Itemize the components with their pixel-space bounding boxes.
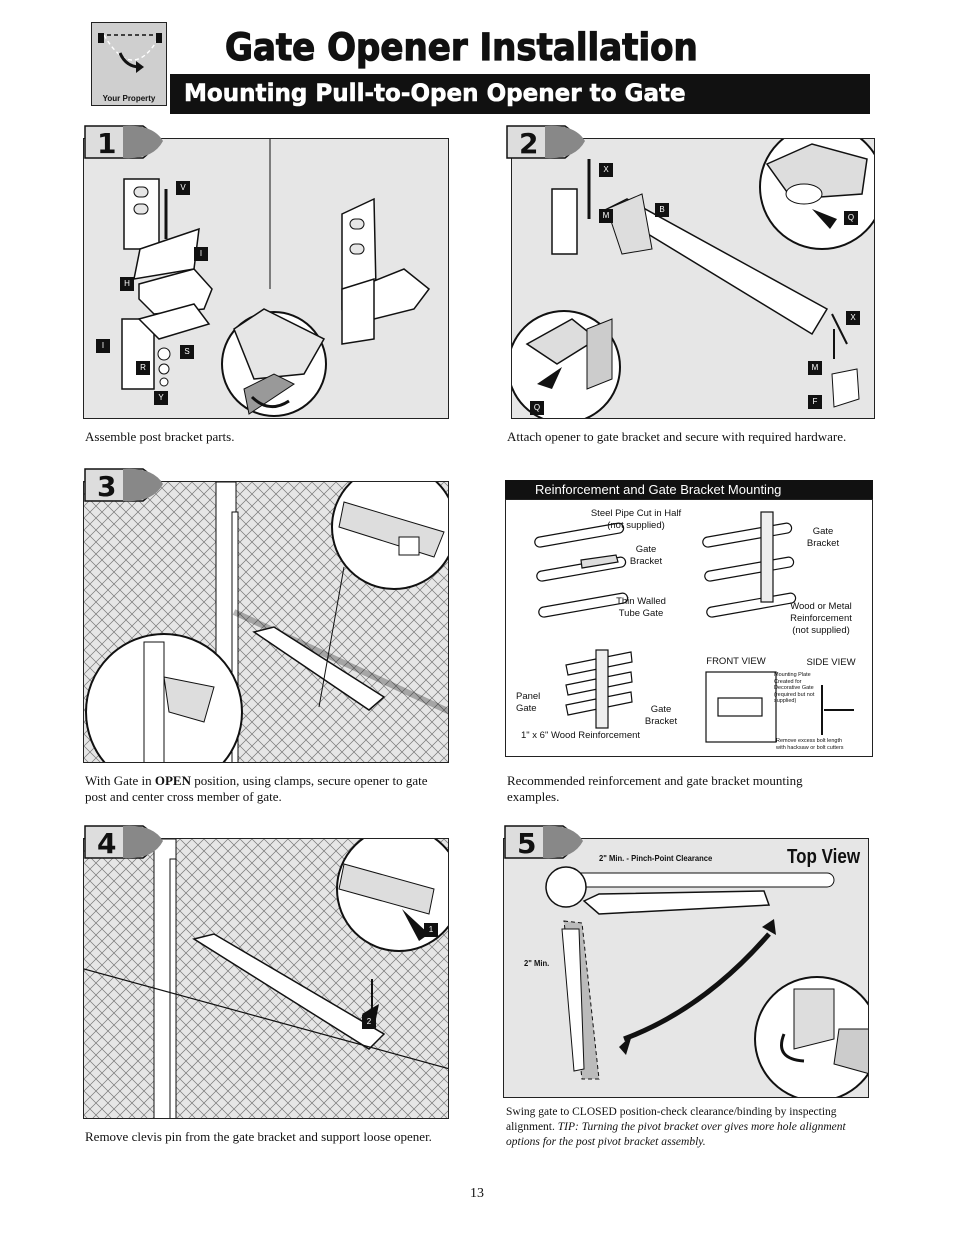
label-remove-excess: Remove excess bolt length with hacksaw o… <box>776 738 844 751</box>
part-label-r: R <box>136 361 150 375</box>
step-3-caption: With Gate in OPEN position, using clamps… <box>85 773 447 805</box>
step-4-number: 4 <box>97 827 117 860</box>
logo: Your Property <box>91 22 167 106</box>
step-1-panel: V I H I S R Y <box>83 138 449 419</box>
part-label-m: M <box>599 209 613 223</box>
label-thin-walled-gate: Thin Walled Tube Gate <box>616 596 666 619</box>
part-label-x2: X <box>846 311 860 325</box>
part-label-q-top: Q <box>844 211 858 225</box>
label-wood-metal-reinforcement: Wood or Metal Reinforcement (not supplie… <box>790 601 852 636</box>
page-number: 13 <box>470 1186 484 1201</box>
label-mounting-plate: Mounting Plate Created for Decorative Ga… <box>774 672 815 704</box>
step-1-illustration <box>121 139 431 417</box>
part-label-v: V <box>176 181 190 195</box>
part-label-s: S <box>180 345 194 359</box>
part-label-b: B <box>655 203 669 217</box>
label-gate-bracket-2: Gate Bracket <box>806 526 840 549</box>
step-4-illustration <box>84 839 448 1118</box>
part-label-i2: I <box>96 339 110 353</box>
step-5-illustration <box>545 866 868 1097</box>
label-wood-reinforcement: 1" x 6" Wood Reinforcement <box>521 730 641 741</box>
reinforcement-illustration <box>534 511 854 743</box>
part-label-i: I <box>194 247 208 261</box>
label-panel-gate: Panel Gate <box>516 691 541 714</box>
step-5-badge <box>504 825 583 859</box>
logo-label: Your Property <box>102 94 156 103</box>
callout-2: 2 <box>362 1015 376 1029</box>
step-3-caption-suffix: position, using clamps, secure opener to… <box>85 773 428 804</box>
step-5-number: 5 <box>517 827 537 860</box>
step-5-caption: Swing gate to CLOSED position-check clea… <box>506 1105 868 1150</box>
step-3-number: 3 <box>97 470 117 503</box>
min-label: 2" Min. <box>524 958 550 968</box>
top-view-label: Top View <box>787 846 861 868</box>
part-label-h: H <box>120 277 134 291</box>
part-label-f: F <box>808 395 822 409</box>
step-2-badge <box>506 125 585 159</box>
clearance-label: 2" Min. - Pinch-Point Clearance <box>599 853 713 863</box>
label-side-view: SIDE VIEW <box>806 657 856 668</box>
part-label-m2: M <box>808 361 822 375</box>
label-gate-bracket-1: Gate Bracket <box>629 544 663 567</box>
step-3-illustration <box>84 482 448 762</box>
step-2-illustration <box>512 139 874 418</box>
step-3-panel <box>83 481 449 763</box>
step-5-panel: 2" Min. - Pinch-Point Clearance 2" Min. <box>503 838 869 1098</box>
step-1-badge <box>84 125 163 159</box>
step-4-badge <box>84 825 163 859</box>
page-title: Gate Opener Installation <box>224 25 698 69</box>
step-1-number: 1 <box>97 127 117 160</box>
label-gate-bracket-3: Gate Bracket <box>644 704 678 727</box>
step-2-number: 2 <box>519 127 539 160</box>
reinforcement-caption: Recommended reinforcement and gate brack… <box>507 773 803 804</box>
reinforcement-diagram: Steel Pipe Cut in Half (not supplied) Ga… <box>505 499 873 757</box>
section-subtitle-bar: Mounting Pull-to-Open Opener to Gate <box>170 74 870 114</box>
label-front-view: FRONT VIEW <box>706 656 766 667</box>
step-2-panel: X M B Q Q X M F <box>511 138 875 419</box>
step-3-caption-bold: OPEN <box>154 773 191 788</box>
part-label-q: Q <box>530 401 544 415</box>
step-3-badge <box>84 468 163 502</box>
step-5-caption-tip: TIP: Turning the pivot bracket over give… <box>506 1121 846 1148</box>
callout-1: 1 <box>424 923 438 937</box>
reinforcement-heading: Reinforcement and Gate Bracket Mounting <box>505 480 873 499</box>
gate-logo-icon <box>98 33 162 73</box>
step-4-caption: Remove clevis pin from the gate bracket … <box>85 1129 432 1144</box>
part-label-x: X <box>599 163 613 177</box>
step-4-panel: 1 2 <box>83 838 449 1119</box>
step-3-caption-prefix: With Gate in <box>85 773 155 788</box>
part-label-y: Y <box>154 391 168 405</box>
step-2-caption: Attach opener to gate bracket and secure… <box>507 429 847 444</box>
step-5-caption-main: Swing gate to CLOSED position-check clea… <box>506 1106 837 1133</box>
section-subtitle: Mounting Pull-to-Open Opener to Gate <box>184 79 686 108</box>
step-1-caption: Assemble post bracket parts. <box>85 429 235 444</box>
label-steel-pipe: Steel Pipe Cut in Half (not supplied) <box>590 508 682 531</box>
